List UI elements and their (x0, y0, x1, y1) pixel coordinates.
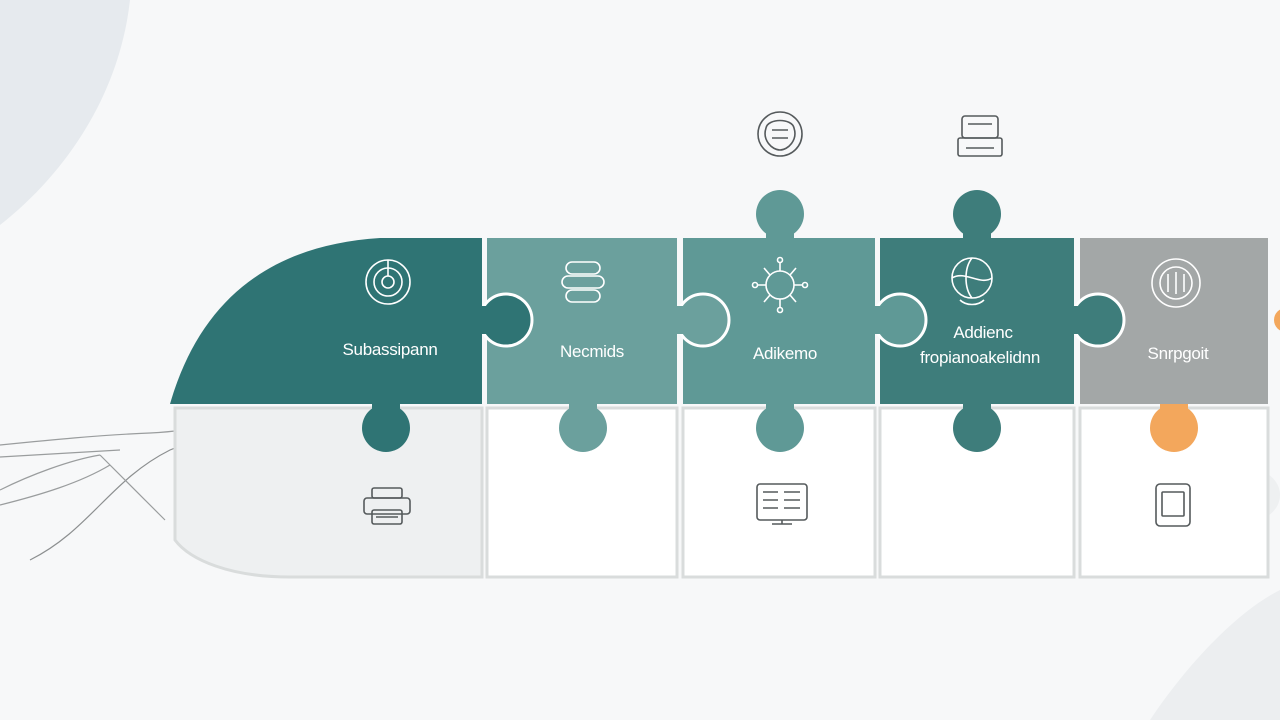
knob-down-3 (756, 404, 804, 452)
knob-neck-1 (372, 404, 400, 414)
knob-side-neck-2 (672, 306, 686, 334)
piece-label-4a: Addienc (953, 323, 1013, 342)
piece-label-2: Necmids (559, 342, 625, 361)
knob-side-5 (1274, 309, 1280, 331)
globe-badge-icon (1151, 258, 1201, 308)
knob-down-2 (559, 404, 607, 452)
tablet-icon (1155, 483, 1191, 527)
machine-icon (957, 115, 1003, 157)
knob-down-1 (362, 404, 410, 452)
monitor-dashboard-icon (756, 483, 808, 525)
knob-down-4 (953, 404, 1001, 452)
knob-neck-5 (1160, 404, 1188, 414)
knob-neck-4 (963, 404, 991, 414)
stacked-cylinders-icon (561, 261, 605, 303)
knob-up-4 (953, 190, 1001, 238)
up-knobs (756, 190, 1001, 240)
knob-up-3 (756, 190, 804, 238)
knob-neck-2 (569, 404, 597, 414)
piece-1 (170, 238, 482, 404)
piece-label-4b: fropianoakelidnn (920, 348, 1040, 367)
knob-up-neck-3 (766, 228, 794, 240)
knob-up-neck-4 (963, 228, 991, 240)
knob-side-neck-3 (869, 306, 883, 334)
brain-icon (757, 111, 803, 157)
bottom-tile-1 (173, 406, 484, 579)
printer-icon (363, 487, 411, 525)
globe-hand-icon (951, 257, 993, 306)
knob-down-5 (1150, 404, 1198, 452)
knob-side-neck-4 (1067, 306, 1081, 334)
piece-label-3: Adikemo (752, 344, 818, 363)
bottom-row (173, 406, 1270, 579)
knob-neck-3 (766, 404, 794, 414)
down-knobs (362, 404, 1198, 452)
top-row (170, 238, 1268, 404)
virus-network-icon (751, 256, 809, 314)
side-knobs (476, 292, 1280, 348)
target-icon (365, 259, 411, 305)
piece-label-1: Subassipann (342, 340, 438, 359)
knob-side-neck-1 (476, 306, 490, 334)
piece-label-5: Snrpgoit (1147, 344, 1209, 363)
